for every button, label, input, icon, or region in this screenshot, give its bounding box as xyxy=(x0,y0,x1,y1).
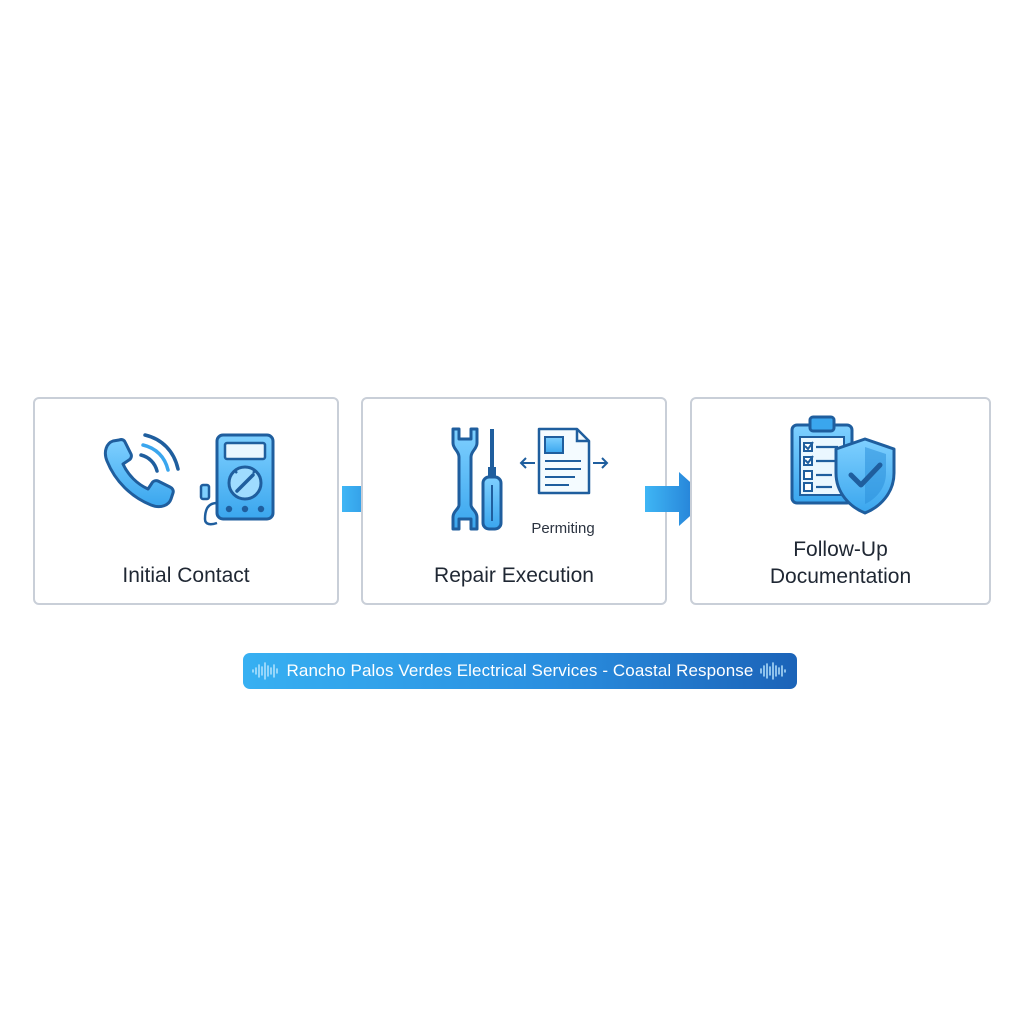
footer-banner: Rancho Palos Verdes Electrical Services … xyxy=(243,653,797,689)
multimeter-icon xyxy=(199,433,275,526)
permitting-caption: Permiting xyxy=(531,520,595,537)
sound-wave-icon xyxy=(760,662,786,680)
step-label-line: Repair Execution xyxy=(434,564,594,587)
step-label-line: Follow-Up xyxy=(793,538,888,561)
wrench-icon xyxy=(451,427,479,531)
shield-check-icon xyxy=(834,437,896,515)
step-label: Initial Contact xyxy=(43,562,329,589)
step-label: Repair Execution xyxy=(371,562,657,589)
permit-document-icon xyxy=(519,427,609,495)
step-card-repair-execution: Permiting Repair Execution xyxy=(361,397,667,605)
sound-wave-icon xyxy=(252,662,278,680)
phone-icon xyxy=(103,433,180,509)
step-icons: Permiting xyxy=(363,417,665,537)
screwdriver-icon xyxy=(481,429,503,531)
step-label: Follow-Up Documentation xyxy=(700,536,981,590)
banner-title: Rancho Palos Verdes Electrical Services … xyxy=(286,661,754,680)
step-label-line: Documentation xyxy=(769,565,912,588)
step-label-line: Initial Contact xyxy=(122,564,250,587)
step-card-initial-contact: Initial Contact xyxy=(33,397,339,605)
step-icons xyxy=(35,417,337,537)
step-card-follow-up-documentation: Follow-Up Documentation xyxy=(690,397,991,605)
step-icons xyxy=(692,415,989,537)
